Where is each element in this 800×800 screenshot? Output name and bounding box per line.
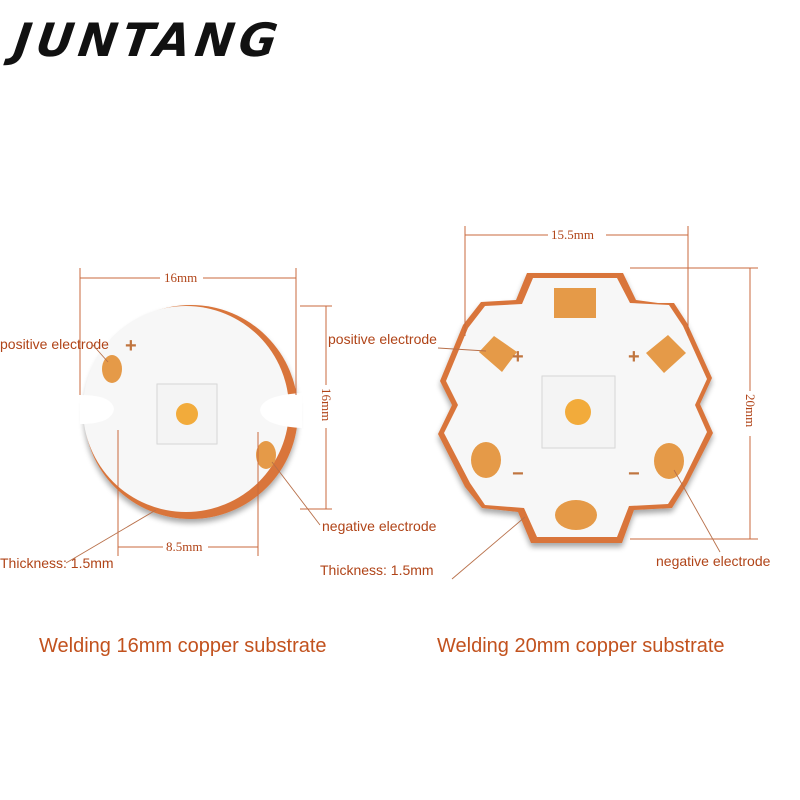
- board-16mm-positive-label: positive electrode: [0, 336, 109, 352]
- board-20mm-thickness-label: Thickness: 1.5mm: [320, 562, 434, 578]
- dim-16-height-label: 16mm: [319, 388, 334, 421]
- dim-16-gap-label: 8.5mm: [166, 539, 202, 554]
- board-20mm-bottom-pad: [555, 500, 597, 530]
- board-20mm-caption: Welding 20mm copper substrate: [437, 635, 725, 657]
- board-16mm-positive-leader: [91, 343, 109, 363]
- board-20mm-led-emitter: [565, 399, 591, 425]
- board-20mm-positive-label: positive electrode: [328, 331, 437, 347]
- board-20mm-negative-pad: [654, 443, 684, 479]
- dim-16-width-label: 16mm: [164, 270, 197, 285]
- board-20mm-thickness-leader: [451, 516, 526, 580]
- brand-logo: JUNTANG: [3, 13, 286, 67]
- board-20mm-left-pad: [471, 442, 501, 478]
- board-20mm: + + − − 15.5mm 20mm positive electrode n…: [320, 226, 771, 657]
- board-16mm-negative-pad: [256, 441, 276, 469]
- board-20mm-positive-leader: [437, 347, 487, 352]
- board-16mm-thickness-label: Thickness: 1.5mm: [0, 555, 114, 571]
- board-16mm-led-emitter: [176, 403, 198, 425]
- board-16mm-negative-label: negative electrode: [322, 518, 437, 534]
- board-20mm-right-pad: [646, 335, 686, 373]
- board-16mm-notch-left: [80, 395, 114, 424]
- board-16mm-plus-sign: +: [125, 335, 137, 357]
- board-16mm-positive-pad: [102, 355, 122, 383]
- board-20mm-negative-label: negative electrode: [656, 553, 771, 569]
- board-16mm-negative-leader: [271, 461, 321, 526]
- board-20mm-minus-sign-left: −: [512, 463, 524, 485]
- board-20mm-positive-pad: [479, 336, 517, 372]
- dim-20-width-label: 15.5mm: [551, 227, 594, 242]
- board-20mm-plus-sign-right: +: [628, 346, 640, 368]
- board-16mm: + 16mm 16mm 8.5mm positive electrode neg…: [0, 268, 437, 657]
- board-16mm-notch-right: [260, 393, 302, 428]
- board-20mm-minus-sign-right: −: [628, 463, 640, 485]
- dim-20-height-label: 20mm: [743, 394, 758, 427]
- board-20mm-plus-sign-left: +: [512, 346, 524, 368]
- board-16mm-thickness-leader: [65, 509, 157, 564]
- board-20mm-negative-leader: [673, 469, 721, 553]
- board-20mm-top-pad: [554, 288, 596, 318]
- board-16mm-caption: Welding 16mm copper substrate: [39, 635, 327, 657]
